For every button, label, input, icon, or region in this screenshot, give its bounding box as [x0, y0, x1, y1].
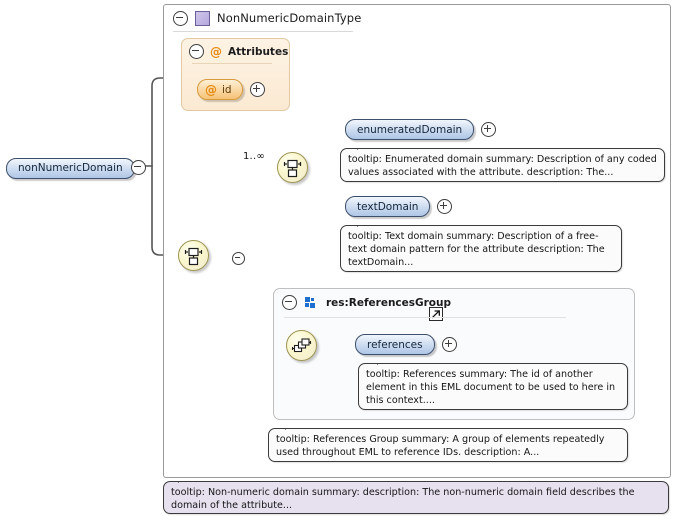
- tooltip-references: tooltip: References summary: The id of a…: [358, 363, 628, 410]
- attributes-title: Attributes: [228, 45, 289, 58]
- tooltip-nonnumericdomain: tooltip: Non-numeric domain summary: des…: [163, 481, 669, 514]
- attributes-panel: @ Attributes: [181, 38, 290, 111]
- plus-icon-id[interactable]: [249, 82, 265, 97]
- element-pill-enumerateddomain[interactable]: enumeratedDomain: [345, 119, 475, 140]
- element-row-enumerateddomain: enumeratedDomain: [345, 119, 497, 140]
- tooltip-text: tooltip: Enumerated domain summary: Desc…: [348, 154, 657, 179]
- tooltip-text: tooltip: References summary: The id of a…: [366, 369, 616, 407]
- element-pill-references[interactable]: references: [355, 334, 435, 355]
- attribute-pill-id[interactable]: @ id: [197, 79, 243, 100]
- tooltip-textdomain: tooltip: Text domain summary: Descriptio…: [340, 225, 622, 272]
- tooltip-tail: [178, 476, 192, 483]
- goto-arrow-icon[interactable]: [429, 307, 443, 321]
- occurrence-label: 1..∞: [243, 151, 265, 162]
- at-icon-id: @: [205, 82, 217, 97]
- tooltip-tail: [357, 220, 371, 227]
- sequence-icon-group[interactable]: [286, 330, 317, 361]
- tooltip-tail: [357, 143, 371, 150]
- attributes-divider: [192, 63, 272, 64]
- tooltip-text: tooltip: References Group summary: A gro…: [276, 434, 605, 459]
- type-header-divider: [173, 31, 353, 32]
- root-element-nonnumericdomain[interactable]: nonNumericDomain: [6, 156, 135, 179]
- attributes-header: @ Attributes: [189, 44, 288, 59]
- plus-icon-references[interactable]: [441, 337, 457, 352]
- group-title: res:ReferencesGroup: [326, 296, 452, 309]
- minus-icon-group[interactable]: [282, 295, 297, 310]
- group-icon: [305, 297, 318, 308]
- tooltip-text: tooltip: Non-numeric domain summary: des…: [171, 487, 635, 512]
- minus-icon-attributes[interactable]: [189, 44, 204, 59]
- element-row-references: references: [355, 334, 457, 355]
- at-icon-attributes: @: [210, 44, 222, 59]
- type-square-icon: [195, 10, 210, 26]
- element-pill-textdomain[interactable]: textDomain: [345, 196, 431, 217]
- tooltip-enumerateddomain: tooltip: Enumerated domain summary: Desc…: [340, 148, 665, 182]
- minus-icon-type[interactable]: [173, 10, 188, 26]
- plus-icon-textdomain[interactable]: [437, 199, 453, 214]
- element-row-textdomain: textDomain: [345, 196, 453, 217]
- tooltip-tail: [285, 423, 299, 430]
- element-pill-label[interactable]: nonNumericDomain: [6, 157, 135, 179]
- minus-icon-root-sequence[interactable]: [232, 252, 246, 265]
- type-title: NonNumericDomainType: [217, 11, 362, 25]
- plus-icon-enumerateddomain[interactable]: [481, 122, 497, 137]
- choice-icon-root[interactable]: [178, 240, 209, 271]
- type-header: NonNumericDomainType: [164, 5, 670, 31]
- attribute-label-id: id: [222, 83, 232, 96]
- choice-icon-domains[interactable]: [277, 152, 308, 183]
- group-header: res:ReferencesGroup: [282, 295, 451, 310]
- tooltip-text: tooltip: Text domain summary: Descriptio…: [348, 231, 605, 269]
- attribute-row-id: @ id: [197, 79, 265, 100]
- tooltip-referencesgroup: tooltip: References Group summary: A gro…: [268, 428, 628, 462]
- minus-icon-root[interactable]: [131, 160, 146, 175]
- group-divider: [284, 317, 566, 318]
- tooltip-tail: [377, 358, 391, 365]
